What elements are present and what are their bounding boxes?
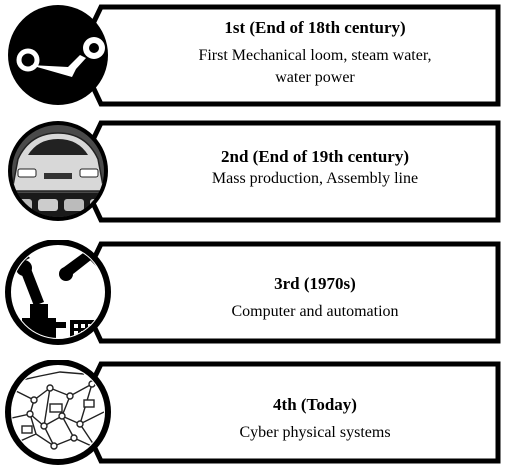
stage-4-card: 4th (Today) Cyber physical systems [0,360,505,465]
stage-3-title: 3rd (1970s) [274,274,356,293]
stage-4-frame [5,360,501,465]
stage-3-frame [5,240,501,345]
stage-1-frame [8,4,501,107]
stage-2-title: 2nd (End of 19th century) [221,147,409,166]
stage-1-card: 1st (End of 18th century) First Mechanic… [0,3,505,108]
stage-1-description-line1: First Mechanical loom, steam water, [198,47,432,64]
stage-2-card: 2nd (End of 19th century) Mass productio… [0,119,505,224]
stage-3-card: 3rd (1970s) Computer and automation [0,240,505,345]
stage-3-description: Computer and automation [231,303,399,320]
steam-icon [16,37,105,77]
stage-1-title: 1st (End of 18th century) [224,18,406,37]
stage-2-description: Mass production, Assembly line [211,170,419,187]
stage-4-title: 4th (Today) [273,395,357,414]
stage-4-description: Cyber physical systems [239,424,391,441]
circuit-network-icon [12,371,104,450]
car-assembly-icon [12,125,104,217]
stage-1-description-line2: water power [275,69,355,86]
stage-2-frame [8,120,501,223]
